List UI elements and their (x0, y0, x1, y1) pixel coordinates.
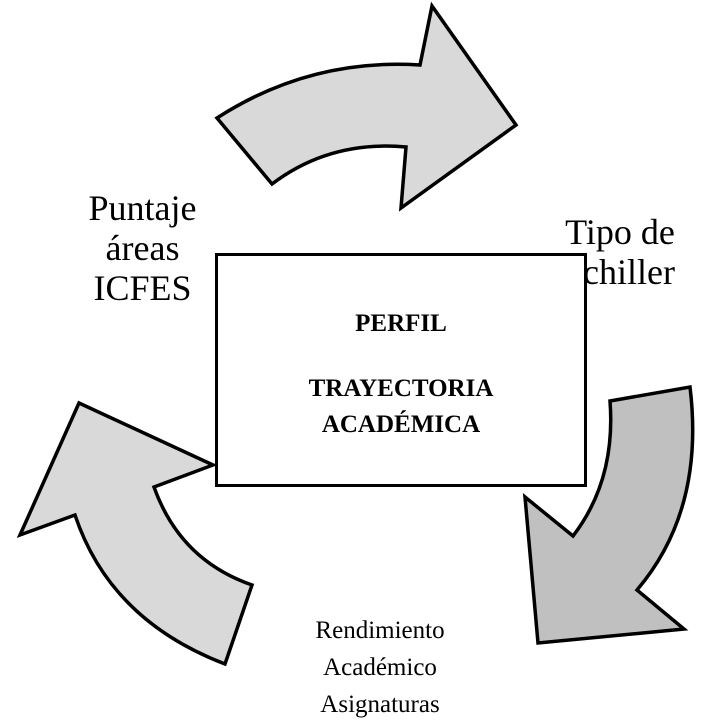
label-line: Rendimiento (315, 617, 445, 644)
label-line: chiller (583, 252, 675, 292)
label-line: Tipo de (565, 212, 675, 252)
label-icfes: Puntaje áreas ICFES (70, 188, 215, 308)
center-subtitle-1: TRAYECTORIA (308, 375, 494, 402)
label-chiller: Tipo de chiller (545, 212, 695, 292)
label-line: áreas (105, 228, 180, 268)
label-line: ICFES (93, 268, 192, 308)
center-subtitle-2: ACADÉMICA (321, 411, 481, 438)
right-arrow-icon (522, 384, 695, 645)
left-arrow-icon (16, 400, 255, 667)
label-line: Asignaturas (320, 691, 440, 718)
label-line: Académico (323, 654, 437, 681)
label-rendimiento: Rendimiento Académico Asignaturas (280, 612, 480, 722)
top-arrow-icon (214, 1, 519, 212)
label-line: Puntaje (88, 188, 197, 228)
center-box: PERFIL TRAYECTORIA ACADÉMICA (215, 253, 587, 487)
center-title: PERFIL (355, 310, 447, 337)
